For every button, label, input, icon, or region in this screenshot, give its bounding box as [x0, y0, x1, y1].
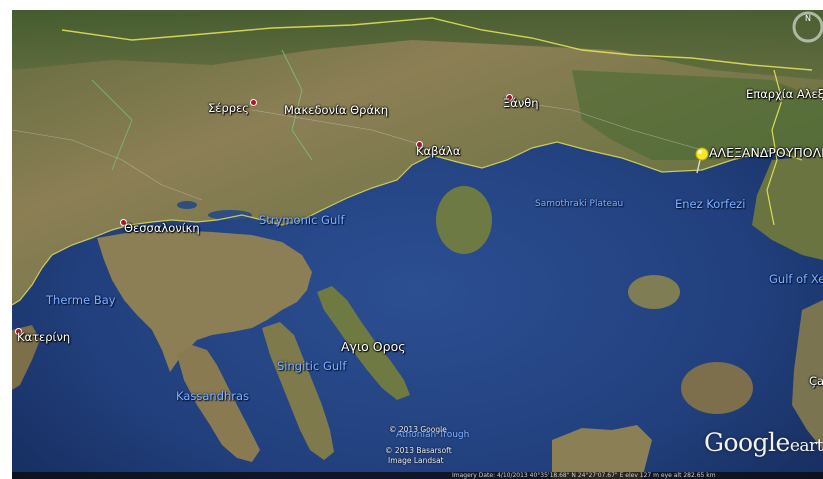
google-earth-logo: Googleeart [704, 428, 823, 457]
label-gulf-of-xeros[interactable]: Gulf of Xe [769, 272, 823, 286]
credit-landsat: Image Landsat [388, 456, 444, 465]
map-imagery [12, 10, 823, 479]
yellow-pushpin-icon[interactable] [692, 146, 712, 174]
logo-earth: eart [789, 436, 823, 456]
label-kassandhras[interactable]: Kassandhras [176, 389, 250, 403]
label-agio-oros[interactable]: Αγιο Ορος [341, 339, 406, 354]
svg-text:N: N [805, 14, 811, 23]
label-strymonic-gulf[interactable]: Strymonic Gulf [259, 213, 345, 227]
navigation-compass-icon[interactable]: N [791, 10, 823, 44]
label-therme-bay[interactable]: Therme Bay [46, 293, 116, 307]
label-athonian-trough[interactable]: Athonian Trough [396, 430, 470, 440]
serres-marker[interactable] [250, 99, 257, 106]
label-enez-korfezi[interactable]: Enez Korfezi [675, 197, 746, 211]
credit-basarsoft: © 2013 Basarsoft [385, 446, 452, 455]
label-kavala[interactable]: Καβάλα [416, 144, 461, 158]
label-thessaloniki[interactable]: Θεσσαλονίκη [124, 221, 200, 235]
label-singitic-gulf[interactable]: Singitic Gulf [277, 359, 347, 373]
label-katerini[interactable]: Κατερίνη [17, 330, 71, 344]
status-text: Imagery Date: 4/10/2013 40°35'18.68" N 2… [452, 472, 716, 479]
label-alexandroupoli[interactable]: ΑΛΕΞΑΝΔΡΟΥΠΟΛΗ [709, 145, 823, 160]
logo-google: Google [703, 428, 790, 457]
kavala-marker[interactable] [416, 141, 423, 148]
label-canakkale[interactable]: Çan [809, 374, 823, 388]
map-view[interactable]: Σέρρες Μακεδονία Θράκη Ξάνθη Καβάλα Επαρ… [12, 10, 823, 479]
label-eparchia[interactable]: Επαρχία Αλεξ [746, 87, 823, 101]
label-xanthi[interactable]: Ξάνθη [503, 96, 539, 110]
status-bar: Imagery Date: 4/10/2013 40°35'18.68" N 2… [12, 472, 823, 479]
credit-google: © 2013 Google [389, 425, 447, 434]
katerini-marker[interactable] [15, 328, 22, 335]
label-makedonia-thraki[interactable]: Μακεδονία Θράκη [284, 103, 389, 117]
label-samothraki-plateau[interactable]: Samothraki Plateau [535, 199, 624, 209]
label-serres[interactable]: Σέρρες [208, 101, 250, 115]
xanthi-marker[interactable] [506, 94, 513, 101]
thessaloniki-marker[interactable] [120, 219, 127, 226]
